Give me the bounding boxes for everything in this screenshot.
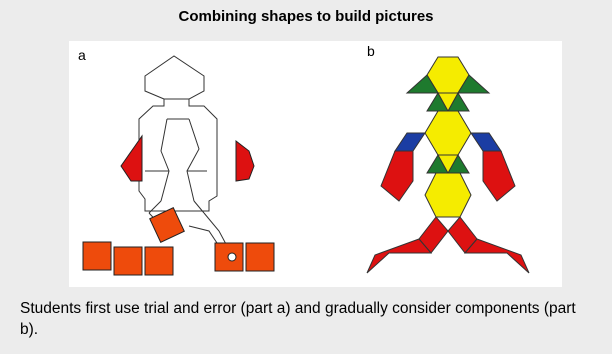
top-left-triangle: [405, 74, 439, 94]
part-b-figure: [366, 56, 530, 274]
figure-caption: Students first use trial and error (part…: [20, 300, 576, 338]
shapes-illustration: a b: [78, 43, 530, 276]
figure-title: Combining shapes to build pictures: [178, 8, 434, 25]
part-a-head-outline: [138, 55, 218, 212]
square-4: [149, 207, 185, 243]
panel-a-label: a: [78, 47, 86, 63]
top-right-triangle: [457, 74, 491, 94]
left-shoulder-rhombus: [394, 132, 426, 152]
square-6: [245, 242, 275, 272]
left-leg-lower: [366, 238, 433, 274]
neck-triangle-mid: [437, 92, 459, 113]
square-1: [82, 241, 112, 271]
bottom-hexagon: [424, 172, 472, 218]
left-arm-parallelogram: [380, 150, 414, 202]
square-2: [113, 246, 143, 276]
right-shoulder-rhombus: [470, 132, 502, 152]
panel-b-label: b: [367, 43, 375, 59]
right-leg-lower: [463, 238, 530, 274]
cursor-dot: [227, 252, 237, 262]
part-a-right-arm: [235, 139, 255, 182]
part-a-inner-lines: [145, 98, 207, 214]
waist-triangle-mid: [437, 154, 459, 175]
square-3: [144, 246, 174, 276]
part-a-squares: [82, 207, 275, 276]
part-a-left-arm: [120, 134, 143, 182]
middle-hexagon: [424, 110, 472, 156]
right-arm-parallelogram: [482, 150, 516, 202]
illustration-panel: a b: [69, 41, 562, 287]
